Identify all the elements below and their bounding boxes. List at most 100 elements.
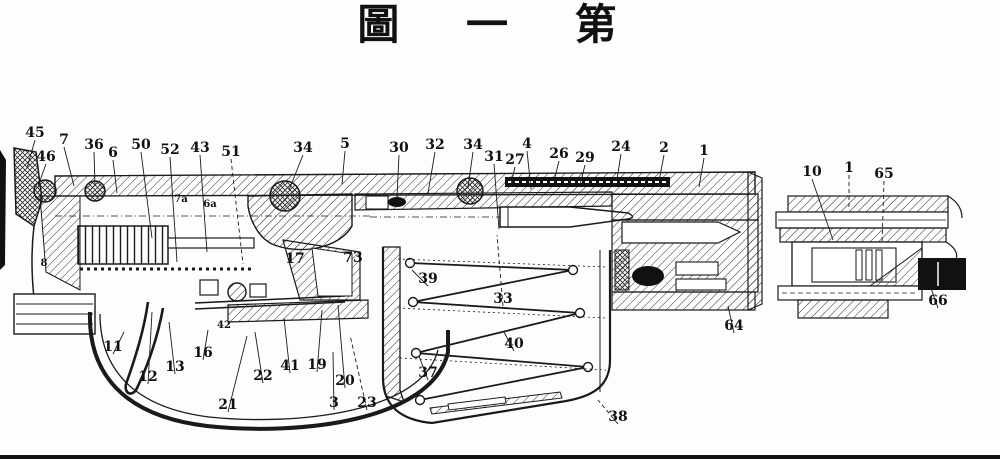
leader-line-39: [411, 269, 429, 287]
part-label-40-29: 40: [504, 336, 524, 352]
part-label-36-3: 36: [84, 137, 103, 153]
leader-line-32: [427, 151, 436, 194]
rear-top: [611, 193, 759, 221]
sear-block: [199, 279, 219, 296]
part-label-39-27: 39: [418, 271, 437, 287]
locking-post: [614, 249, 630, 291]
feed-ramp-window: [311, 247, 353, 297]
inset-muzzle-cap: [918, 258, 966, 290]
part-label-37-30: 37: [418, 365, 437, 381]
barrel-contour: [947, 195, 963, 219]
rear-bottom-rail: [611, 291, 756, 311]
part-label-6-4: 6: [108, 145, 118, 161]
inset-top-band: [787, 195, 949, 213]
leader-line-66: [930, 287, 939, 309]
floorplate-tab: [447, 396, 507, 411]
bolt-section: [354, 177, 670, 228]
part-label-16-34: 16: [193, 345, 212, 361]
leader-lines: [26, 139, 939, 425]
part-label-12-32: 12: [138, 369, 157, 385]
striker-spring-cap: [632, 266, 664, 286]
part-label-64-44: 64: [724, 318, 744, 334]
rear-insert: [675, 261, 719, 276]
part-label-13-33: 13: [165, 359, 184, 375]
leader-line-41: [283, 317, 291, 374]
leader-line-33: [496, 234, 504, 307]
leader-line-16: [202, 329, 209, 361]
scan-edge-left: [0, 150, 6, 270]
recoil-spring: [77, 225, 169, 265]
leader-line-1: [698, 157, 705, 188]
leader-line-10: [811, 178, 834, 241]
part-label-45-0: 45: [25, 125, 44, 141]
leader-line-34: [467, 151, 474, 188]
leader-line-65: [881, 180, 885, 245]
leader-line-46: [37, 163, 47, 187]
leader-line-51: [230, 158, 244, 265]
part-label-21-40: 21: [218, 397, 237, 413]
leader-line-2: [658, 154, 665, 182]
rear-block-section: [611, 171, 763, 311]
part-label-52-6: 52: [160, 142, 179, 158]
part-label-34-15: 34: [463, 137, 483, 153]
part-label-17-25: 17: [285, 251, 304, 267]
scan-edge-bottom: [0, 455, 1000, 459]
back-plate: [747, 171, 763, 311]
trigger-guard-outer: [87, 311, 450, 431]
leader-line-52: [169, 156, 178, 263]
leader-line-23: [349, 334, 368, 411]
part-label-73-26: 73: [343, 250, 362, 266]
chamber-taper: [621, 221, 742, 244]
part-label-10-45: 10: [802, 164, 822, 180]
leader-line-38: [597, 399, 619, 425]
inset-mid-band: [779, 227, 947, 243]
leader-line-12: [147, 311, 153, 385]
part-label-7-2: 7: [59, 132, 69, 148]
leader-line-5: [341, 150, 346, 185]
leader-line-45: [26, 139, 36, 169]
leader-line-27: [510, 166, 516, 185]
bolt-latch: [365, 195, 389, 210]
part-label-23-42: 23: [357, 395, 376, 411]
rear-insert: [675, 278, 727, 291]
leader-line-4: [526, 150, 532, 190]
leader-line-24: [616, 153, 622, 180]
receiver-hump: [247, 193, 353, 251]
leader-line-36: [93, 151, 96, 187]
lower-rail: [227, 299, 369, 323]
leader-line-6: [112, 159, 118, 194]
part-label-7a-9: 7a: [174, 194, 188, 205]
part-label-27-17: 27: [505, 152, 524, 168]
part-label-66-48: 66: [928, 293, 947, 309]
inset-detail: [775, 195, 966, 319]
magazine-front-wall: [382, 246, 406, 404]
leader-line-50: [140, 151, 153, 239]
magazine-section: [381, 246, 612, 425]
screw-pin: [269, 180, 301, 212]
leader-line-34: [288, 154, 304, 191]
leader-line-7: [63, 146, 75, 187]
part-label-29-20: 29: [575, 150, 594, 166]
part-label-32-14: 32: [425, 137, 444, 153]
part-label-1-46: 1: [844, 160, 854, 176]
leader-line-43: [199, 154, 208, 253]
part-label-65-47: 65: [874, 166, 893, 182]
part-label-24-21: 24: [611, 139, 631, 155]
part-label-22-36: 22: [253, 368, 272, 384]
leader-line-22: [254, 331, 264, 384]
leader-line-20: [337, 304, 346, 389]
trigger: [124, 301, 165, 395]
leader-line-26: [553, 160, 560, 182]
part-label-1-23: 1: [699, 143, 709, 159]
part-label-42-35: 42: [217, 320, 231, 331]
magazine-outline: [381, 247, 612, 425]
part-label-8-24: 8: [41, 258, 48, 269]
part-label-3-41: 3: [329, 395, 339, 411]
part-label-4-18: 4: [522, 136, 532, 152]
leader-line-64: [727, 305, 735, 334]
inset-bottom-block: [797, 299, 889, 319]
part-label-51-8: 51: [221, 144, 240, 160]
